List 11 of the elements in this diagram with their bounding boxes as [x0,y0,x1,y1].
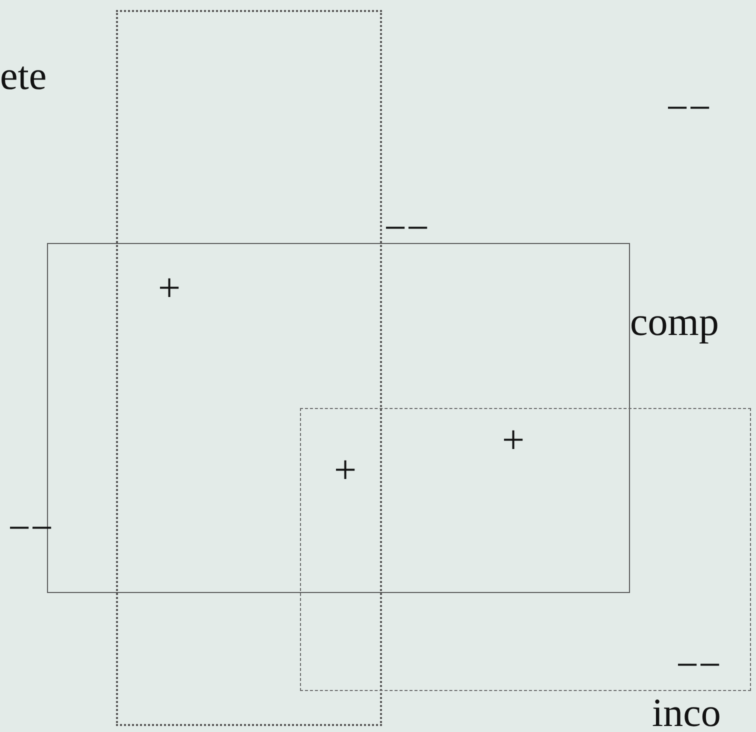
text-label: −− [666,88,712,128]
region-rectangle [116,10,382,726]
text-label: −− [384,208,430,248]
text-label: + [158,268,181,308]
text-label: −− [676,645,722,685]
text-label: inco [652,693,721,732]
text-label: + [502,420,525,460]
text-label: comp [630,302,719,342]
text-label: + [334,450,357,490]
region-rectangle [300,408,751,691]
text-label: ete [0,56,47,96]
